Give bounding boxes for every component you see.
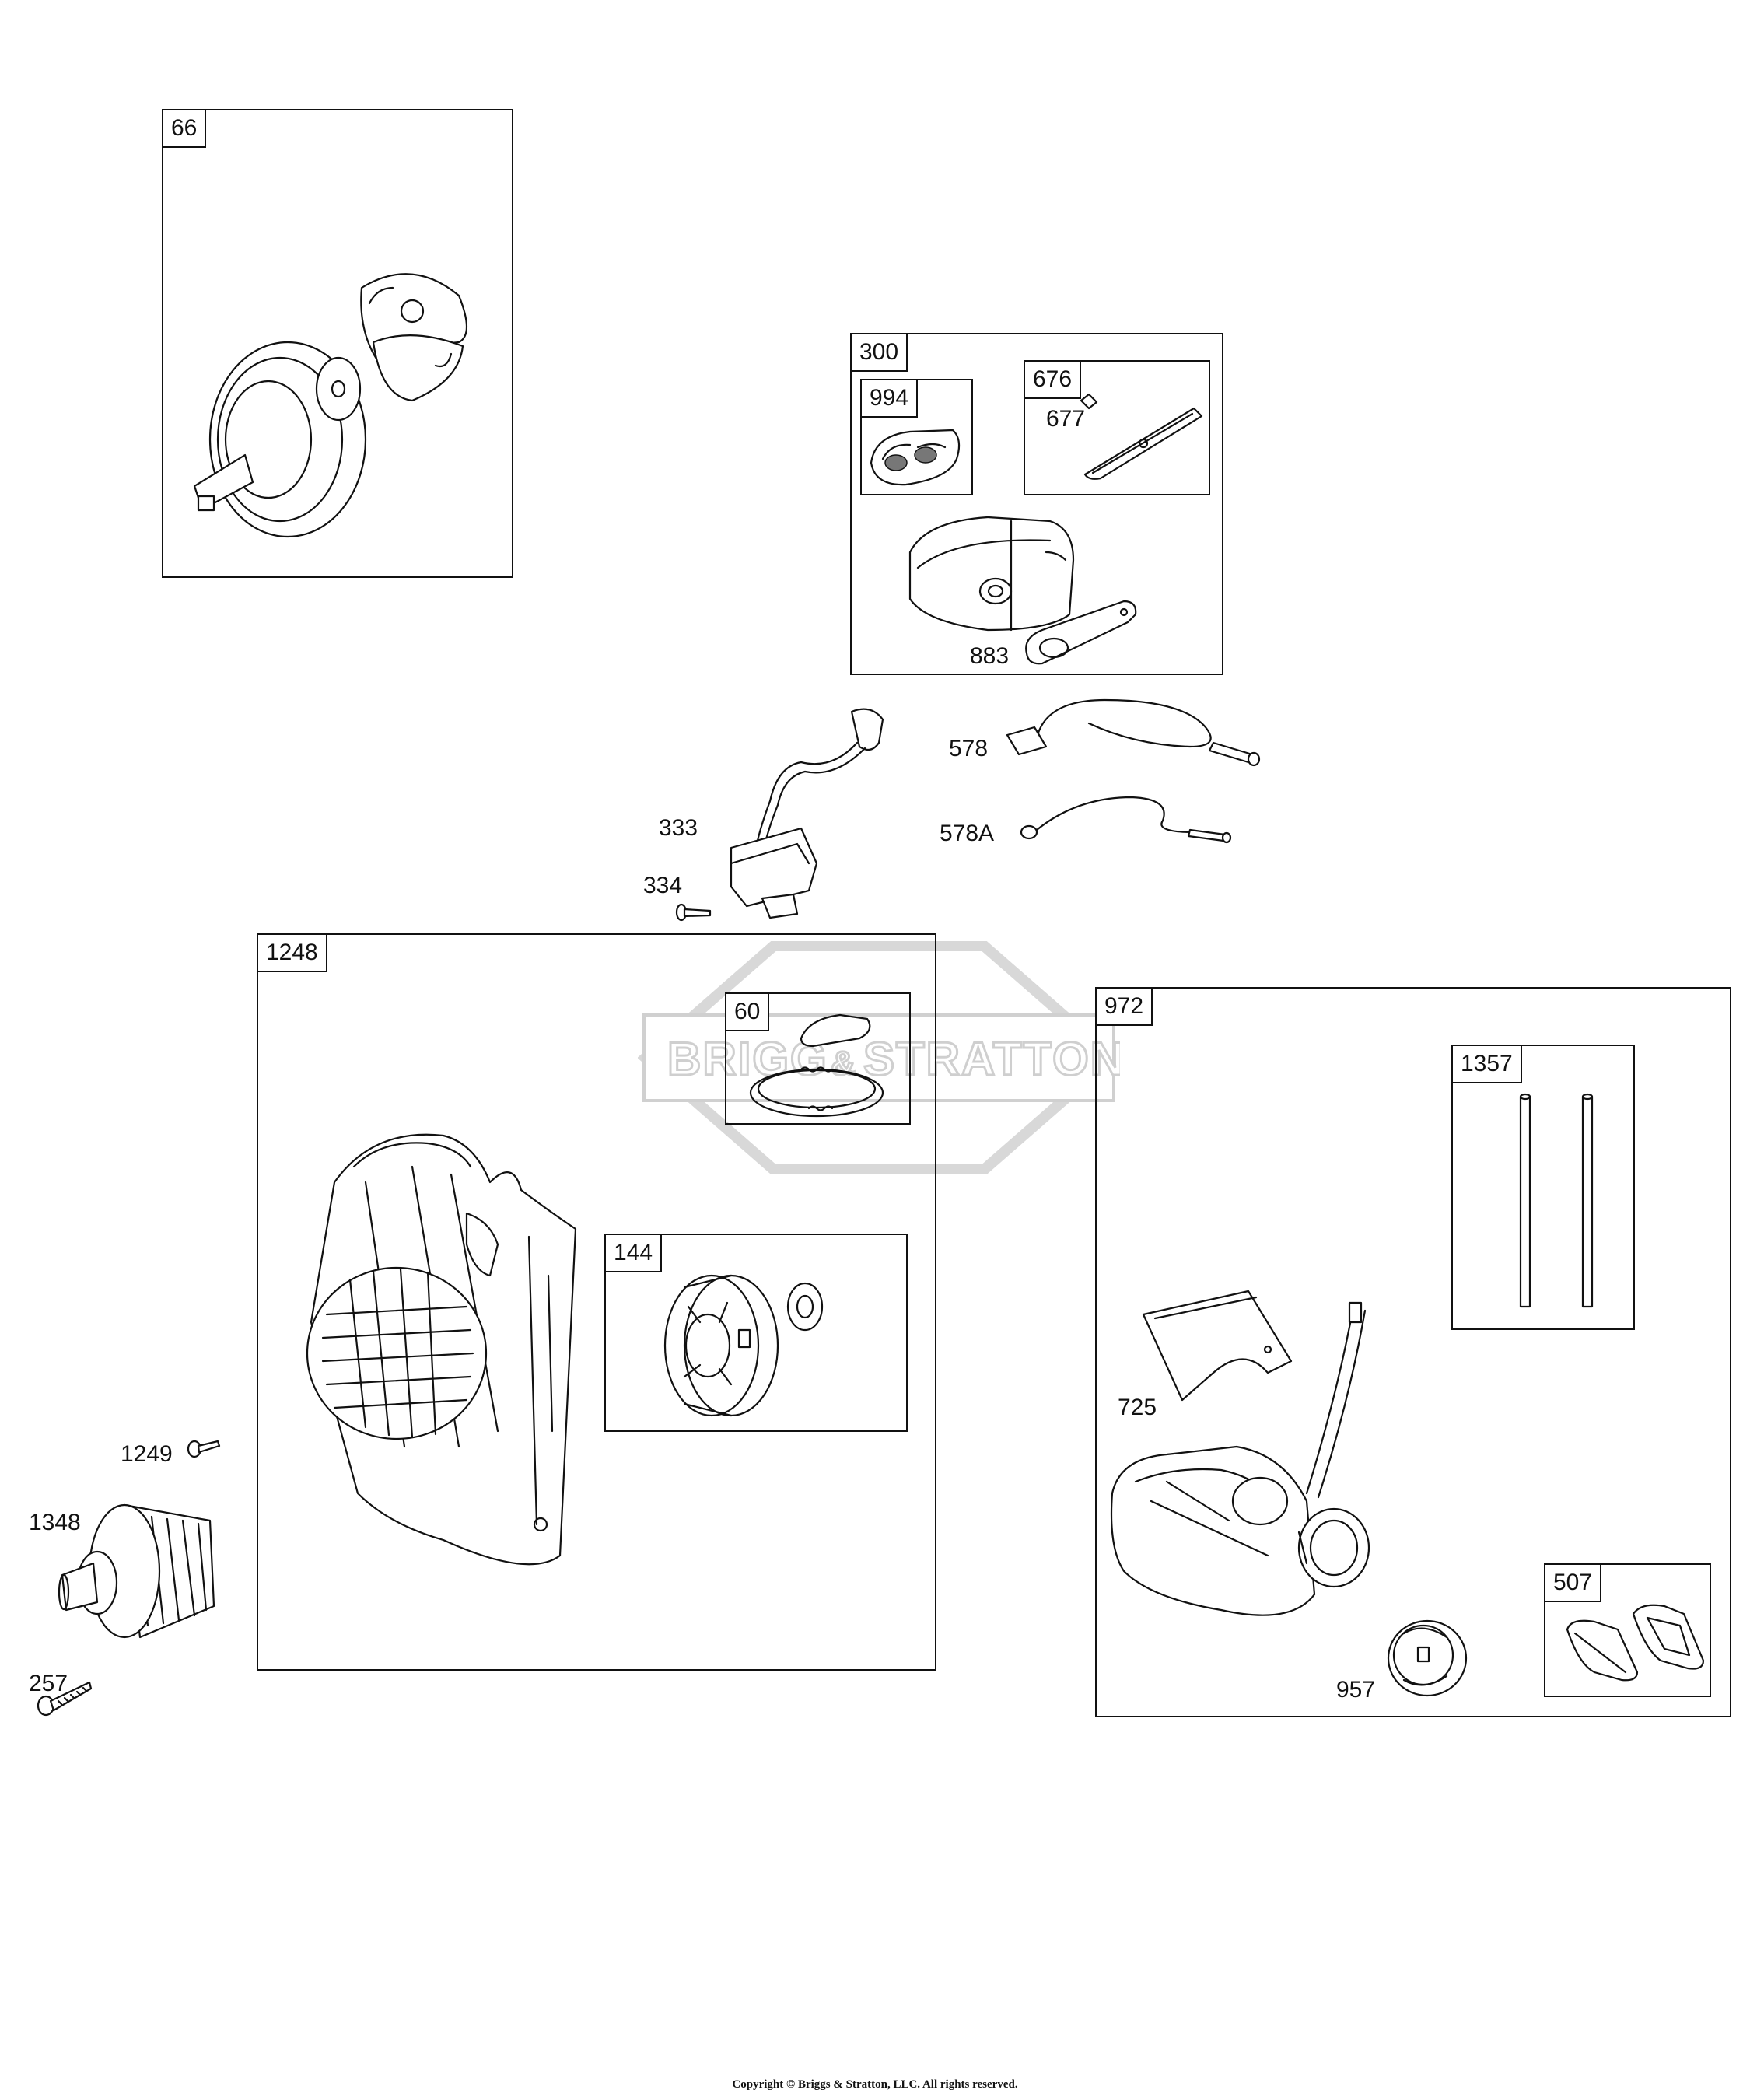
- part-box-1357: 1357: [1451, 1045, 1635, 1330]
- part-label-1248: 1248: [258, 935, 327, 972]
- tank-bracket-725-drawing: [1136, 1283, 1299, 1408]
- callout-883: 883: [970, 643, 1010, 669]
- part-label-994: 994: [862, 380, 919, 418]
- callout-333: 333: [659, 815, 698, 841]
- watermark-text-right: STRATTON: [863, 1033, 1120, 1085]
- spring-kit-drawing: [747, 1003, 902, 1120]
- part-label-1357: 1357: [1453, 1046, 1522, 1083]
- ignition-wire-578-drawing: [1003, 684, 1268, 770]
- muffler-body-drawing: [894, 506, 1143, 646]
- clutch-assembly-drawing: [179, 249, 490, 552]
- watermark-ampersand: &: [831, 1045, 857, 1083]
- muffler-gasket-drawing: [1019, 595, 1143, 669]
- ignition-coil-drawing: [716, 700, 902, 926]
- muffler-guard-drawing: [1069, 389, 1206, 482]
- grommets-507-drawing: [1556, 1594, 1707, 1688]
- copyright-notice: Copyright © Briggs & Stratton, LLC. All …: [732, 2078, 1018, 2091]
- ground-wire-578a-drawing: [1015, 789, 1241, 848]
- part-label-60: 60: [726, 994, 770, 1031]
- part-box-507: 507: [1544, 1563, 1711, 1697]
- part-label-300: 300: [852, 334, 908, 372]
- fan-housing-1348-drawing: [54, 1489, 226, 1645]
- part-label-972: 972: [1097, 989, 1153, 1026]
- spark-arrestor-screen-drawing: [863, 424, 968, 490]
- callout-334: 334: [643, 873, 683, 898]
- callout-677: 677: [1046, 406, 1086, 432]
- part-label-144: 144: [606, 1235, 663, 1272]
- part-box-66: 66: [162, 109, 513, 578]
- part-box-994: 994: [860, 379, 973, 495]
- watermark-text-left: BRIGG: [667, 1033, 828, 1085]
- coil-screw-drawing: [675, 901, 714, 924]
- fuel-tank-drawing: [1104, 1299, 1384, 1633]
- part-box-676: 676: [1024, 360, 1210, 495]
- starter-pulley-drawing: [653, 1260, 887, 1423]
- part-label-66: 66: [163, 110, 207, 148]
- callout-578: 578: [949, 736, 989, 761]
- callout-1348: 1348: [29, 1510, 81, 1535]
- fuel-lines-1357-drawing: [1509, 1089, 1602, 1314]
- callout-578A: 578A: [940, 821, 995, 846]
- callout-1249: 1249: [121, 1441, 173, 1467]
- part-label-507: 507: [1545, 1565, 1602, 1602]
- screw-1249-drawing: [187, 1435, 222, 1458]
- callout-725: 725: [1118, 1395, 1157, 1420]
- part-box-972: 972: [1095, 987, 1731, 1717]
- part-box-1248: 1248: [257, 933, 936, 1671]
- part-label-676: 676: [1025, 362, 1082, 399]
- fuel-cap-957-drawing: [1381, 1610, 1474, 1703]
- part-box-60: 60: [725, 992, 911, 1125]
- engine-housing-drawing: [280, 1120, 622, 1579]
- part-box-300: 300: [850, 333, 1223, 675]
- part-box-144: 144: [604, 1234, 908, 1432]
- screw-257-drawing: [35, 1676, 93, 1719]
- callout-957: 957: [1336, 1677, 1376, 1703]
- callout-257: 257: [29, 1671, 68, 1696]
